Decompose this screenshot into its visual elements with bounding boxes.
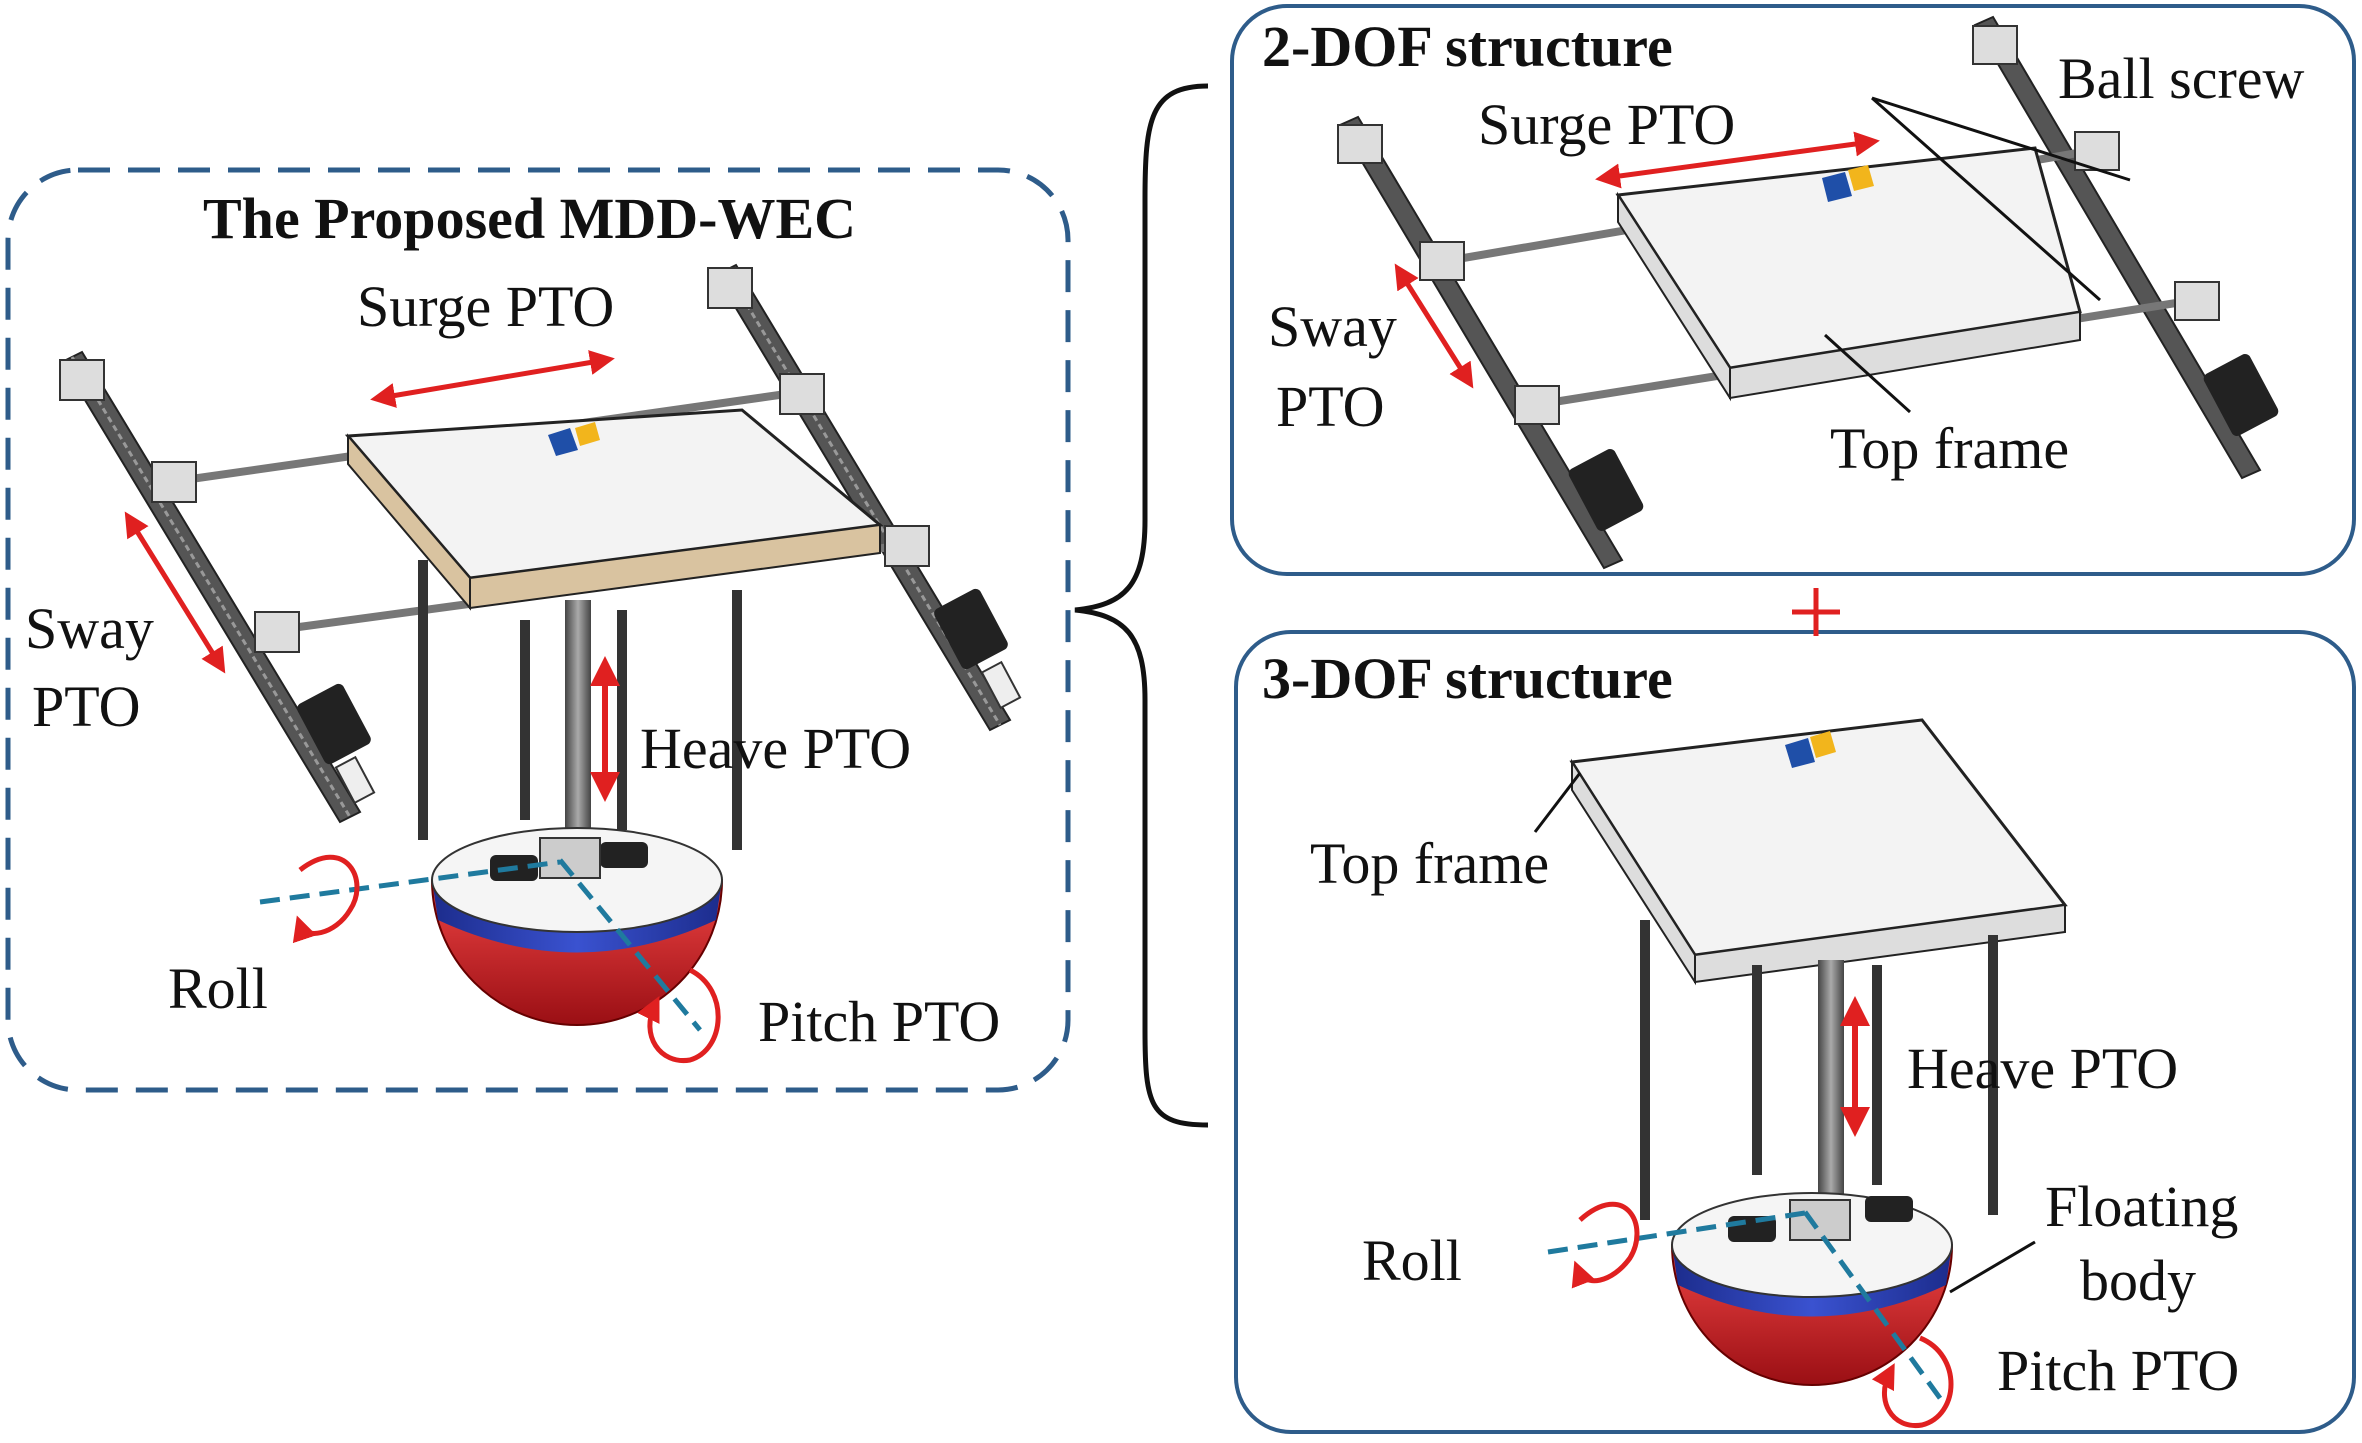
floating-body-leader bbox=[1949, 1240, 2036, 1294]
left-surge-label: Surge PTO bbox=[357, 274, 615, 339]
three-dof-top-frame-leader bbox=[1533, 772, 1582, 833]
grouping-brace bbox=[1074, 83, 1209, 1128]
left-sway-arrow bbox=[124, 511, 226, 674]
two-dof-sway-label-line2: PTO bbox=[1276, 374, 1385, 439]
three-dof-heave-label: Heave PTO bbox=[1907, 1036, 2179, 1101]
three-dof-title: 3-DOF structure bbox=[1262, 646, 1673, 711]
top-frame-leader bbox=[1823, 333, 1912, 414]
left-roll-arrow bbox=[292, 854, 360, 944]
two-dof-surge-arrow bbox=[1595, 131, 1880, 189]
three-dof-pitch-label: Pitch PTO bbox=[1997, 1338, 2240, 1403]
two-dof-title: 2-DOF structure bbox=[1262, 14, 1673, 79]
left-mechanism bbox=[59, 263, 1022, 1026]
ball-screw-label: Ball screw bbox=[2058, 46, 2305, 111]
left-sway-label-line2: PTO bbox=[32, 674, 141, 739]
left-roll-label: Roll bbox=[168, 956, 268, 1021]
floating-body-label-line1: Floating bbox=[2045, 1174, 2239, 1239]
top-right-panel-frame bbox=[1230, 4, 2356, 576]
two-dof-sway-label-line1: Sway bbox=[1268, 294, 1397, 359]
three-dof-mechanism bbox=[1569, 718, 2068, 1386]
left-pitch-label: Pitch PTO bbox=[758, 989, 1001, 1054]
ball-screw-leader-2 bbox=[1871, 96, 2101, 302]
left-pitch-axis bbox=[558, 858, 702, 1032]
two-dof-top-frame-label: Top frame bbox=[1830, 416, 2070, 481]
two-dof-sway-arrow bbox=[1394, 263, 1474, 389]
left-panel-frame bbox=[5, 167, 1071, 1093]
ball-screw-leader-1 bbox=[1871, 96, 2131, 182]
left-roll-axis bbox=[259, 859, 561, 905]
floating-body-label-line2: body bbox=[2080, 1248, 2196, 1313]
left-surge-arrow bbox=[370, 350, 615, 408]
bottom-right-panel-frame bbox=[1234, 630, 2356, 1434]
three-dof-roll-label: Roll bbox=[1362, 1228, 1462, 1293]
three-dof-pitch-arrow bbox=[1871, 1335, 1954, 1428]
three-dof-roll-axis bbox=[1547, 1210, 1806, 1255]
left-heave-label: Heave PTO bbox=[640, 716, 912, 781]
left-panel-title: The Proposed MDD-WEC bbox=[203, 186, 857, 251]
left-sway-label-line1: Sway bbox=[25, 596, 154, 661]
three-dof-pitch-axis bbox=[1802, 1210, 1948, 1407]
left-pitch-arrow bbox=[637, 967, 721, 1064]
three-dof-top-frame-label: Top frame bbox=[1310, 831, 1550, 896]
three-dof-roll-arrow bbox=[1571, 1201, 1640, 1289]
two-dof-surge-label: Surge PTO bbox=[1478, 92, 1736, 157]
